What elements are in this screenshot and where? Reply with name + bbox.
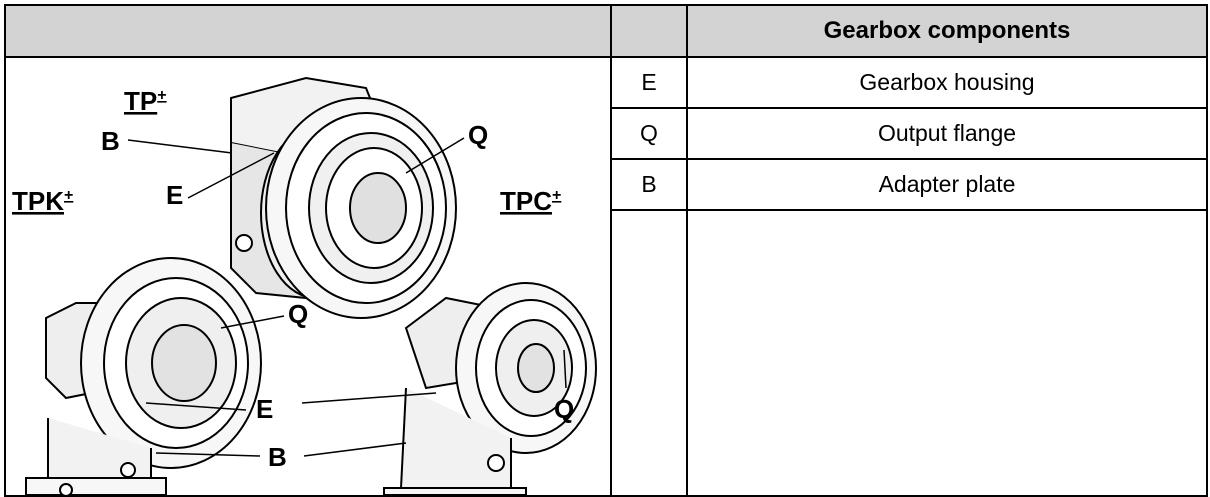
gearbox-components-table: Gearbox components (4, 4, 1208, 497)
tp-gearbox-drawing (230, 76, 457, 319)
table-row: Q Output flange (5, 107, 1208, 160)
empty-code-cell (610, 209, 688, 497)
table-row: B Adapter plate (5, 158, 1208, 211)
row-description: Gearbox housing (686, 56, 1208, 109)
tpc-gearbox-drawing (383, 282, 597, 495)
row-description: Adapter plate (686, 158, 1208, 211)
callout-e-top: E (166, 180, 183, 210)
callout-q-top: Q (468, 120, 488, 150)
callout-b-bottom: B (268, 442, 287, 472)
callout-leader-lines (127, 137, 567, 457)
row-description: Output flange (686, 107, 1208, 160)
row-code: E (610, 56, 688, 109)
illustration-cell: TP+ TPK+ TPC+ B E Q Q E B Q (4, 56, 612, 497)
gearbox-illustration: TP+ TPK+ TPC+ B E Q Q E B Q (12, 76, 597, 495)
callout-b-top: B (101, 126, 120, 156)
row-code: B (610, 158, 688, 211)
header-illustration-cell (4, 4, 612, 58)
table-empty-row (5, 209, 1208, 497)
header-title: Gearbox components (686, 4, 1208, 58)
header-code-cell (610, 4, 688, 58)
row-code: Q (610, 107, 688, 160)
callout-e-bottom: E (256, 394, 273, 424)
table-header-row: Gearbox components (4, 4, 1208, 58)
tpk-gearbox-drawing (25, 257, 262, 495)
callout-q-right: Q (554, 394, 574, 424)
product-label-tpc: TPC+ (500, 186, 561, 216)
empty-description-cell (686, 209, 1208, 497)
table-row: TP+ TPK+ TPC+ B E Q Q E B Q E Gearbox ho… (4, 56, 1208, 497)
callout-q-left: Q (288, 299, 308, 329)
product-label-tpk: TPK+ (12, 186, 73, 216)
product-label-tp: TP+ (124, 86, 167, 116)
